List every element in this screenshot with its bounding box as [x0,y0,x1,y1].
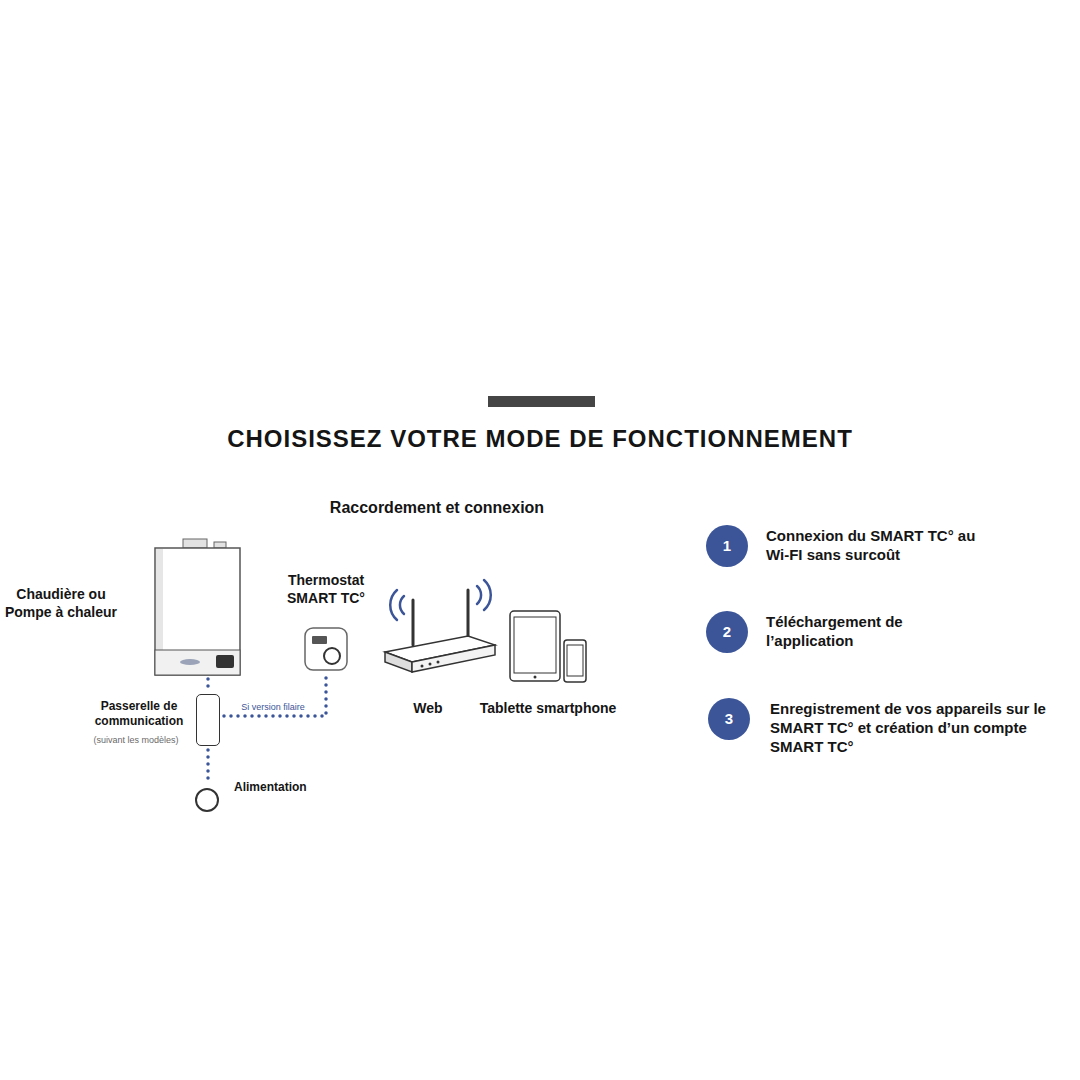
power-symbol: Alimentation [195,788,219,812]
tablet-phone-illustration [510,611,586,682]
dotted-wire [224,674,326,716]
thermostat-illustration-part [324,648,340,664]
tablet-phone-illustration-part [514,617,556,673]
node-label: Tablette smartphone [458,700,638,718]
tablet-phone-illustration-part [567,645,583,676]
step-number: 2 [706,611,748,653]
boiler-illustration-part [183,539,207,548]
boiler-illustration-part [155,548,240,675]
callout-number: 3 [725,710,733,729]
boiler-illustration-part [214,542,226,548]
tablet-phone-illustration-part [510,611,560,681]
router-illustration-part [467,590,470,640]
callout-number: 1 [723,537,731,556]
wifi-waves-part [400,596,404,614]
wifi-waves [390,580,491,620]
page-title: CHOISISSEZ VOTRE MODE DE FONCTIONNEMENT [0,425,1080,453]
wifi-waves-part [390,590,397,620]
callout-number: 2 [723,623,731,642]
router-node: Web [383,616,495,674]
node-label: Chaudière ou Pompe à chaleur [2,586,120,621]
node-label: Web [383,700,473,718]
step-text: Enregistrement de vos appareils sur le S… [770,700,1060,756]
wire-label: Si version filaire [239,702,307,712]
gateway-box: Passerelle de communication(suivant les … [196,694,220,746]
boiler-illustration [155,539,240,675]
router-illustration-part [412,600,415,645]
router-illustration-part [412,645,495,672]
router-illustration-part [437,661,440,664]
tablet-phone-illustration-part [534,676,537,679]
wifi-waves-part [484,580,491,610]
boiler-illustration-part [216,655,234,668]
dotted-wire [206,750,210,785]
step-number: 1 [706,525,748,567]
step-number: 3 [708,698,750,740]
tablet-phone-illustration-part [564,640,586,682]
boiler-illustration-part [155,650,240,675]
section-heading: Raccordement et connexion [317,498,557,518]
thermostat-illustration-part [305,628,347,670]
node-label: Alimentation [234,780,344,795]
node-label: Thermostat SMART TC° [269,572,383,607]
router-illustration-part [385,652,412,672]
step-text: Connexion du SMART TC° au Wi-FI sans sur… [766,527,981,565]
wifi-waves-part [477,586,481,604]
boiler-node: Chaudière ou Pompe à chaleur [152,540,242,675]
node-label: Passerelle de communication [87,699,191,729]
boiler-illustration-part [180,659,200,665]
router-illustration-part [421,665,424,668]
devices-node: Tablette smartphone [508,608,588,684]
thermostat-illustration-part [312,636,327,644]
router-illustration-part [429,663,432,666]
step-text: Téléchargement de l’application [766,613,906,651]
thermostat-node: Thermostat SMART TC° [305,628,347,670]
thermostat-illustration [305,628,347,670]
dotted-wire [206,679,210,691]
node-label: (suivant les modèles) [84,735,188,746]
top-bar [488,396,595,407]
